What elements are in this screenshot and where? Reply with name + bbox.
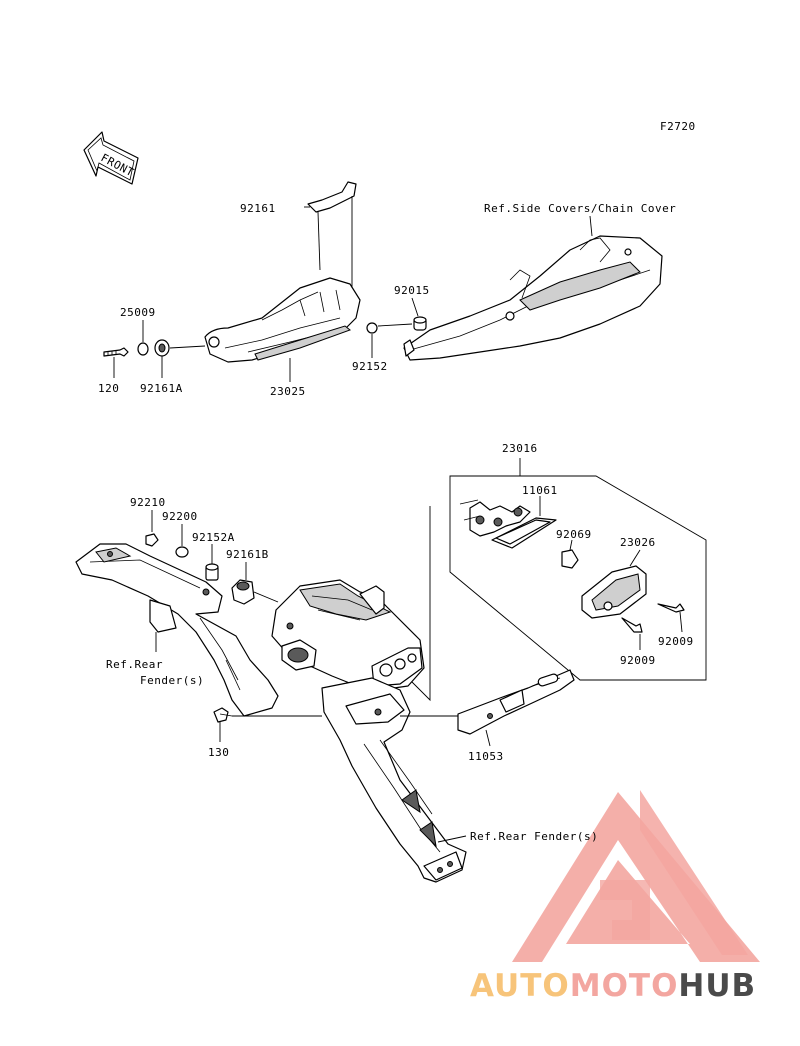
- label-23026: 23026: [620, 536, 656, 549]
- rear-fender-left-bracket: [75, 543, 279, 717]
- watermark-text-moto: MOTO: [570, 968, 679, 1004]
- figure-code: F2720: [660, 120, 696, 133]
- part-92200-washer: [175, 546, 189, 558]
- part-92161A-grommet: [154, 339, 170, 357]
- label-120: 120: [98, 382, 119, 395]
- label-25009: 25009: [120, 306, 156, 319]
- label-92009-a: 92009: [658, 635, 694, 648]
- watermark-text: AUTOMOTOHUB: [470, 968, 756, 1004]
- part-92009-screw-a: [657, 603, 685, 613]
- label-92210: 92210: [130, 496, 166, 509]
- watermark-text-auto: AUTO: [470, 968, 570, 1004]
- part-92152-washer: [366, 322, 378, 334]
- part-92009-screw-b: [621, 617, 643, 633]
- label-130: 130: [208, 746, 229, 759]
- part-120-bolt: [103, 347, 129, 357]
- part-25009-washer: [137, 342, 149, 356]
- group-23016-outline: [449, 475, 707, 681]
- part-11061-lamp-bracket: [459, 499, 557, 549]
- front-arrow: FRONT: [83, 131, 139, 185]
- part-23025-inner-cover: [204, 277, 361, 363]
- watermark-triangle: [512, 792, 760, 962]
- ref-side-cover-part: [403, 235, 663, 361]
- part-92161B-damper: [231, 579, 255, 605]
- label-ref-rear-fender-left-1: Ref.Rear: [106, 658, 163, 671]
- label-92069: 92069: [556, 528, 592, 541]
- label-92161: 92161: [240, 202, 276, 215]
- label-ref-rear-fender-left-2: Fender(s): [140, 674, 204, 687]
- label-23025: 23025: [270, 385, 306, 398]
- label-92152: 92152: [352, 360, 388, 373]
- watermark-g-shape: [600, 880, 650, 940]
- label-92009-b: 92009: [620, 654, 656, 667]
- label-ref-rear-fender-bottom: Ref.Rear Fender(s): [470, 830, 598, 843]
- part-92015-nut: [413, 316, 427, 331]
- label-92161B: 92161B: [226, 548, 269, 561]
- label-11053: 11053: [468, 750, 504, 763]
- part-92210-nut: [145, 533, 159, 547]
- rear-fender-main-body: [271, 579, 467, 883]
- part-130-bolt: [213, 707, 233, 723]
- part-92161-bracket: [307, 181, 357, 213]
- part-23026-lamp-lens: [581, 565, 647, 619]
- label-92015: 92015: [394, 284, 430, 297]
- watermark-triangle-inner: [640, 790, 748, 955]
- label-11061: 11061: [522, 484, 558, 497]
- part-92152A-collar: [205, 563, 219, 581]
- label-92200: 92200: [162, 510, 198, 523]
- watermark-logo: AUTOMOTOHUB: [470, 790, 760, 1004]
- part-11053-plate-bracket: [457, 669, 575, 735]
- label-92152A: 92152A: [192, 531, 235, 544]
- label-92161A: 92161A: [140, 382, 183, 395]
- label-23016: 23016: [502, 442, 538, 455]
- label-ref-side-covers: Ref.Side Covers/Chain Cover: [484, 202, 676, 215]
- watermark-text-hub: HUB: [678, 968, 756, 1004]
- part-92069-clip: [561, 549, 579, 569]
